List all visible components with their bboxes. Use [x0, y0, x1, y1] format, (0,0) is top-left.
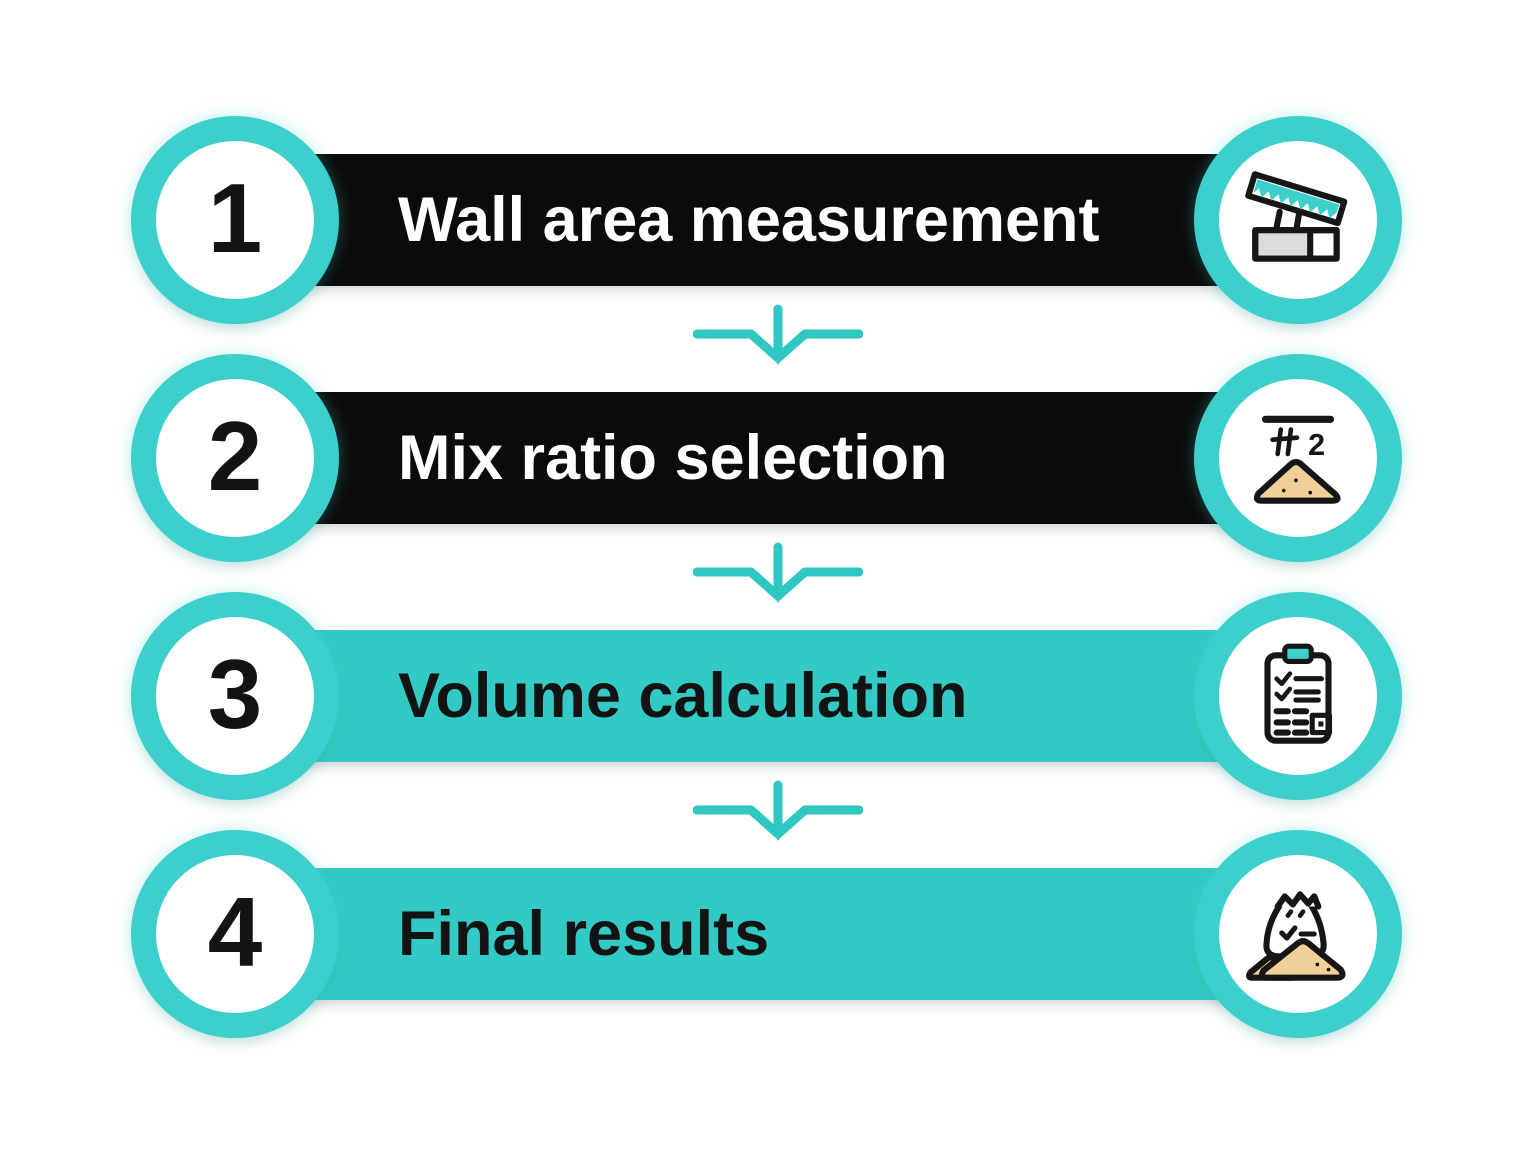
step-1-number: 1	[207, 163, 263, 273]
clipboard-clip	[1282, 643, 1314, 664]
bag-check	[1279, 925, 1298, 941]
step-2-number-badge: 2	[131, 354, 339, 562]
step-3-bar: Volume calculation	[230, 630, 1300, 762]
sand-dot	[1315, 962, 1320, 967]
checklist-clipboard-icon	[1264, 643, 1333, 744]
check-mark	[1274, 671, 1293, 687]
sand-dot	[1281, 488, 1286, 493]
step-2-label: Mix ratio selection	[398, 423, 948, 493]
bag-tie	[1285, 909, 1294, 918]
dash-grid	[1273, 708, 1310, 736]
step-4-icon-badge	[1194, 830, 1402, 1038]
step-4-bar: Final results	[230, 868, 1300, 1000]
step-2-icon-badge: 2	[1194, 354, 1402, 562]
step-2-bar: Mix ratio selection	[230, 392, 1300, 524]
mix-ratio-sand-icon: 2	[1253, 415, 1341, 504]
step-4-number-badge: 4	[131, 830, 339, 1038]
wall-outline	[1252, 227, 1340, 262]
bag-tie	[1297, 909, 1306, 918]
ruler-wall-icon	[1245, 171, 1348, 262]
step-3-icon-badge	[1194, 592, 1402, 800]
step-row-3: Volume calculation 3	[0, 592, 1536, 800]
ruler	[1245, 171, 1348, 227]
step-row-1: Wall area measurement 1	[0, 116, 1536, 324]
step-1-icon-badge	[1194, 116, 1402, 324]
down-arrow-icon	[693, 542, 863, 603]
step-4-number: 4	[207, 877, 263, 987]
check-mark	[1274, 686, 1293, 702]
step-row-2: Mix ratio selection 2 2	[0, 354, 1536, 562]
ratio-glyph	[1270, 427, 1300, 457]
down-arrow-icon	[693, 304, 863, 365]
grid-key-dot	[1318, 721, 1324, 727]
ruler-teeth	[1253, 179, 1340, 219]
sand-dot	[1294, 478, 1298, 483]
grid-key	[1309, 712, 1333, 736]
sand-pile	[1258, 938, 1346, 981]
down-arrow-icon	[693, 780, 863, 841]
step-1-label: Wall area measurement	[398, 185, 1100, 255]
sand-dot	[1326, 967, 1331, 972]
step-row-4: Final results 4	[0, 830, 1536, 1038]
cement-bag-sand-icon	[1246, 891, 1346, 981]
bag-crinkle-top	[1274, 891, 1322, 910]
ratio-number: 2	[1308, 428, 1325, 462]
step-1-number-badge: 1	[131, 116, 339, 324]
wall-block-shade	[1258, 233, 1309, 256]
step-4-label: Final results	[398, 899, 770, 969]
step-3-number: 3	[207, 639, 263, 749]
sand-dot	[1308, 490, 1313, 495]
step-3-label: Volume calculation	[398, 661, 968, 731]
step-2-number: 2	[207, 401, 263, 511]
step-3-number-badge: 3	[131, 592, 339, 800]
step-1-bar: Wall area measurement	[230, 154, 1300, 286]
